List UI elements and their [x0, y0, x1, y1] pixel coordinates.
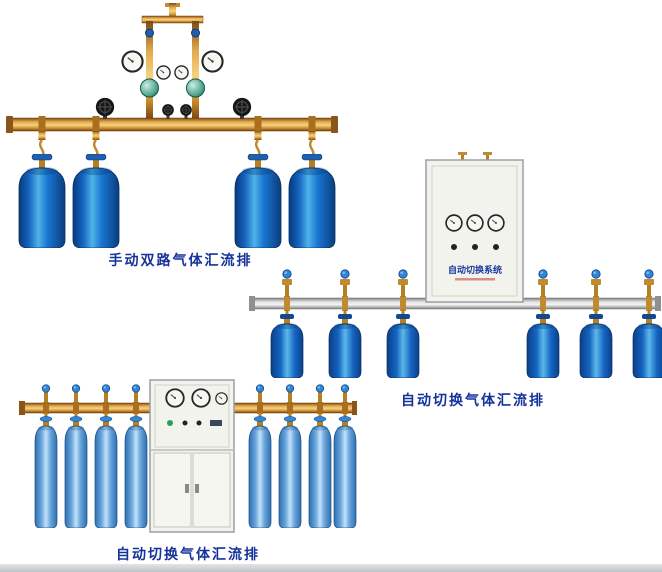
pressure-gauge-icon	[121, 50, 144, 73]
manifold-pipe	[6, 116, 338, 133]
valve-handwheel-icon	[179, 103, 193, 117]
gas-cylinder	[526, 314, 560, 378]
cabinet-switch	[210, 420, 222, 426]
blue-valve-cap-icon	[340, 384, 350, 393]
cabinet-knob	[493, 244, 499, 250]
gas-cylinder	[386, 314, 420, 378]
cabinet-knob	[182, 420, 188, 426]
pressure-gauge-icon	[156, 65, 171, 80]
cabinet-door	[153, 452, 192, 528]
product-caption: 自动切换气体汇流排	[401, 393, 545, 409]
blue-valve-cap-icon	[591, 269, 601, 279]
gas-cylinder	[579, 314, 613, 378]
pressure-gauge-icon	[445, 214, 463, 232]
pressure-gauge-icon	[466, 214, 484, 232]
gas-cylinder	[333, 416, 357, 528]
pressure-gauge-icon	[191, 388, 211, 408]
gas-cylinder	[632, 314, 662, 378]
hose	[92, 139, 99, 157]
door-handle	[195, 484, 199, 493]
ball-valve-icon	[191, 28, 200, 38]
valve-handwheel-icon	[95, 97, 115, 117]
cabinet-label: 自动切换系统	[448, 264, 502, 276]
pressure-regulator-left	[121, 50, 171, 98]
cropped-image-strip	[0, 564, 662, 572]
pressure-gauge-icon	[201, 50, 224, 73]
regulator-body	[186, 78, 205, 98]
product-figure-auto-switch-manifold-2: 自动切换气体汇流排	[18, 378, 358, 570]
gas-cylinder	[270, 314, 304, 378]
indicator-light	[167, 420, 173, 426]
blue-valve-cap-icon	[644, 269, 654, 279]
top-header-assembly	[141, 3, 204, 121]
auto-manifold-illustration: 自动切换系统	[249, 152, 662, 378]
product-caption: 手动双路气体汇流排	[108, 253, 253, 269]
cabinet-subtext-decor	[455, 278, 495, 281]
cylinder-connections	[282, 269, 654, 316]
cabinet-knob	[451, 244, 457, 250]
valve-handwheel-icon	[161, 103, 175, 117]
blue-valve-cap-icon	[101, 384, 111, 393]
pressure-gauge-icon	[165, 388, 185, 408]
gas-cylinder	[248, 416, 272, 528]
gas-cylinder	[328, 314, 362, 378]
gas-cylinder	[278, 416, 302, 528]
blue-valve-cap-icon	[285, 384, 295, 393]
gas-cylinder	[18, 154, 66, 248]
pressure-gauge-icon	[215, 392, 228, 405]
control-cabinet: 自动切换系统	[425, 152, 524, 303]
product-figure-auto-switch-manifold: 自动切换系统 自动切换气体汇流排	[248, 152, 662, 410]
control-cabinet	[149, 379, 235, 533]
valve-handwheel-icon	[232, 97, 252, 117]
hose	[38, 139, 45, 157]
regulator-body	[140, 78, 159, 98]
valve-handwheels	[95, 97, 252, 119]
ball-valve-icon	[145, 28, 154, 38]
product-caption: 自动切换气体汇流排	[116, 547, 260, 563]
blue-valve-cap-icon	[71, 384, 81, 393]
cabinet-knob	[196, 420, 202, 426]
cabinet-door	[192, 452, 231, 528]
blue-valve-cap-icon	[398, 269, 408, 279]
cylinder-connections	[41, 384, 350, 419]
gas-cylinder	[64, 416, 88, 528]
auto-manifold-illustration-2	[19, 379, 357, 533]
gas-cylinder	[34, 416, 58, 528]
door-handle	[185, 484, 189, 493]
gas-cylinder	[308, 416, 332, 528]
pressure-gauge-icon	[174, 65, 189, 80]
pressure-regulator-right	[174, 50, 224, 98]
blue-valve-cap-icon	[41, 384, 51, 393]
blue-valve-cap-icon	[282, 269, 292, 279]
manual-manifold-illustration	[6, 3, 338, 248]
blue-valve-cap-icon	[255, 384, 265, 393]
blue-valve-cap-icon	[315, 384, 325, 393]
cabinet-knob	[472, 244, 478, 250]
blue-valve-cap-icon	[538, 269, 548, 279]
gas-cylinders	[270, 314, 662, 378]
gas-cylinder	[72, 154, 120, 248]
gas-cylinder	[124, 416, 148, 528]
blue-valve-cap-icon	[340, 269, 350, 279]
pressure-gauge-icon	[487, 214, 505, 232]
gas-cylinder	[94, 416, 118, 528]
product-figure-manual-dual-manifold: 手动双路气体汇流排	[0, 0, 345, 269]
blue-valve-cap-icon	[131, 384, 141, 393]
